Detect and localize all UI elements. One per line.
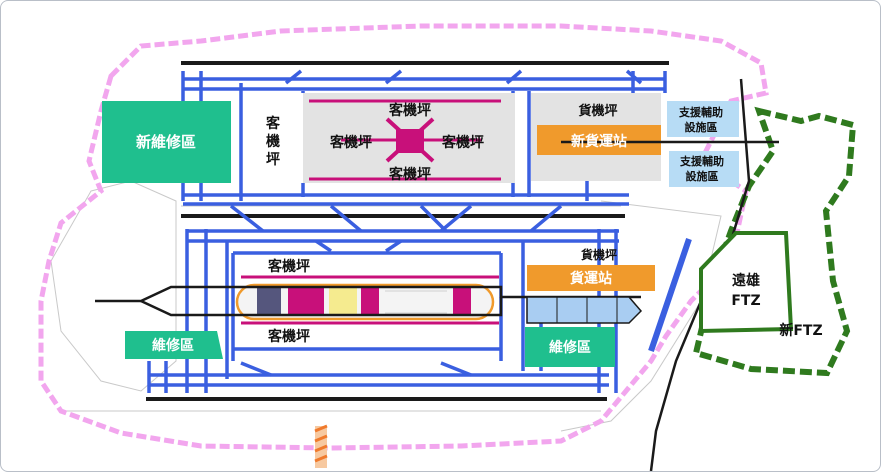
south-apron: 客機坪 客機坪 [235,258,499,345]
support-1-line2: 設施區 [685,120,718,134]
support-2-line1: 支援輔助 [679,154,724,168]
apron-vertical-char-3: 坪 [266,152,280,168]
north-cargo-area: 貨機坪 新貨運站 [531,93,779,181]
maintenance-west-label: 維修區 [152,337,194,354]
apron-right-label: 客機坪 [441,134,484,151]
maintenance-east-label: 維修區 [549,339,591,356]
cargo-apron-north-label: 貨機坪 [578,103,617,119]
apron-south-top-label: 客機坪 [267,258,310,275]
north-apron: 客 機 坪 客機坪 客機坪 客機坪 客機坪 [245,93,515,183]
apron-vertical-char-1: 客 [265,115,281,132]
support-area-1: 支援輔助 設施區 [667,101,739,137]
new-maintenance-area: 新維修區 [102,101,231,183]
terminal-block-gray [257,288,281,316]
south-cargo-area: 貨機坪 貨運站 [526,247,655,324]
kaohsiung-ftz: 遠雄 FTZ [699,231,794,334]
apron-left-label: 客機坪 [329,134,372,151]
support-2-line2: 設施區 [686,169,719,183]
access-line [95,285,641,303]
kaohsiung-ftz-line2: FTZ [731,293,760,309]
cargo-apron-south-label: 貨機坪 [581,247,617,262]
cargo-terminal-label: 貨運站 [569,270,612,287]
support-1-line1: 支援輔助 [678,105,723,119]
south-marker [314,424,328,468]
access-line-loop [140,297,503,317]
apron-vertical-char-2: 機 [266,133,280,150]
kaohsiung-ftz-line1: 遠雄 [732,272,760,289]
terminal-block-magenta-2 [361,288,379,316]
new-ftz-label: 新FTZ [779,322,822,339]
terminal-block-magenta-1 [288,288,324,316]
airport-boundary [38,23,769,451]
apron-top-label: 客機坪 [388,102,431,119]
new-maintenance-label: 新維修區 [136,133,196,151]
terminal-block-yellow [329,288,357,316]
new-ftz-boundary [692,106,857,377]
maintenance-area-west: 維修區 [125,331,223,359]
new-cargo-terminal-label: 新貨運站 [571,133,627,150]
apron-bottom-label: 客機坪 [388,166,431,183]
terminal-block-magenta-3 [453,288,471,316]
east-road [648,238,692,352]
maintenance-area-east: 維修區 [525,327,615,367]
apron-south-bottom-label: 客機坪 [267,328,310,345]
support-area-2: 支援輔助 設施區 [669,151,739,187]
